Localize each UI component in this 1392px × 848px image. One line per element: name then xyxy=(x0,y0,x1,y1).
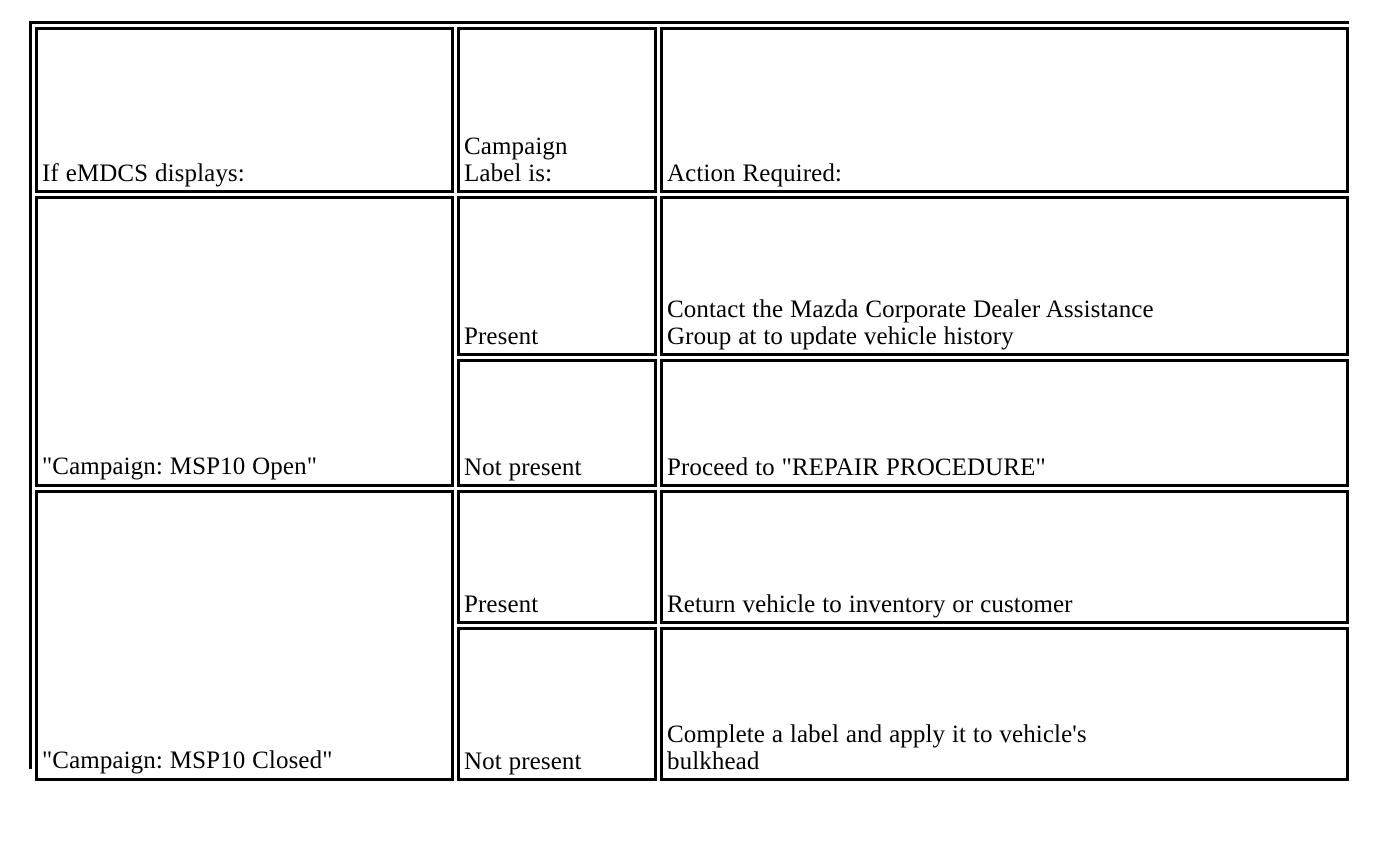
campaign-label-cell-closed-present: Present xyxy=(457,490,657,624)
header-cell-emdcs-display: If eMDCS displays: xyxy=(35,27,454,193)
action-text-closed-not-present: Complete a label and apply it to vehicle… xyxy=(667,721,1087,775)
table-row-msp10-open-not-present: Not present Proceed to "REPAIR PROCEDURE… xyxy=(35,359,1349,487)
campaign-label-cell-open-not-present: Not present xyxy=(457,359,657,487)
action-text-open-present: Contact the Mazda Corporate Dealer Assis… xyxy=(667,296,1154,350)
table-row-msp10-closed-not-present: Not present Complete a label and apply i… xyxy=(35,627,1349,781)
header-label-emdcs-display: If eMDCS displays: xyxy=(42,160,245,187)
action-text-closed-present: Return vehicle to inventory or customer xyxy=(667,591,1073,618)
campaign-label-open-present: Present xyxy=(464,323,539,350)
campaign-action-table-container: If eMDCS displays: Campaign Label is: Ac… xyxy=(29,21,1352,784)
header-label-action-required: Action Required: xyxy=(667,160,842,187)
campaign-action-table: If eMDCS displays: Campaign Label is: Ac… xyxy=(32,24,1352,784)
condition-label-msp10-open: "Campaign: MSP10 Open" xyxy=(42,453,318,480)
action-cell-closed-not-present: Complete a label and apply it to vehicle… xyxy=(660,627,1349,781)
header-label-campaign-label: Campaign Label is: xyxy=(464,133,568,187)
condition-label-msp10-closed: "Campaign: MSP10 Closed" xyxy=(42,747,333,774)
campaign-label-cell-open-present: Present xyxy=(457,196,657,356)
action-cell-open-not-present: Proceed to "REPAIR PROCEDURE" xyxy=(660,359,1349,487)
action-text-open-not-present: Proceed to "REPAIR PROCEDURE" xyxy=(667,454,1046,481)
condition-cell-msp10-closed: "Campaign: MSP10 Closed" xyxy=(35,490,454,781)
header-cell-action-required: Action Required: xyxy=(660,27,1349,193)
table-header-row: If eMDCS displays: Campaign Label is: Ac… xyxy=(35,27,1349,193)
condition-cell-msp10-open: "Campaign: MSP10 Open" xyxy=(35,196,454,487)
table-row-msp10-open-present: "Campaign: MSP10 Open" Present Contact t… xyxy=(35,196,1349,487)
header-cell-campaign-label: Campaign Label is: xyxy=(457,27,657,193)
campaign-label-closed-not-present: Not present xyxy=(464,748,582,775)
campaign-label-cell-closed-not-present: Not present xyxy=(457,627,657,781)
table-row-msp10-closed-present: "Campaign: MSP10 Closed" Present Return … xyxy=(35,490,1349,781)
action-cell-closed-present: Return vehicle to inventory or customer xyxy=(660,490,1349,624)
campaign-label-open-not-present: Not present xyxy=(464,454,582,481)
action-cell-open-present: Contact the Mazda Corporate Dealer Assis… xyxy=(660,196,1349,356)
campaign-label-closed-present: Present xyxy=(464,591,539,618)
